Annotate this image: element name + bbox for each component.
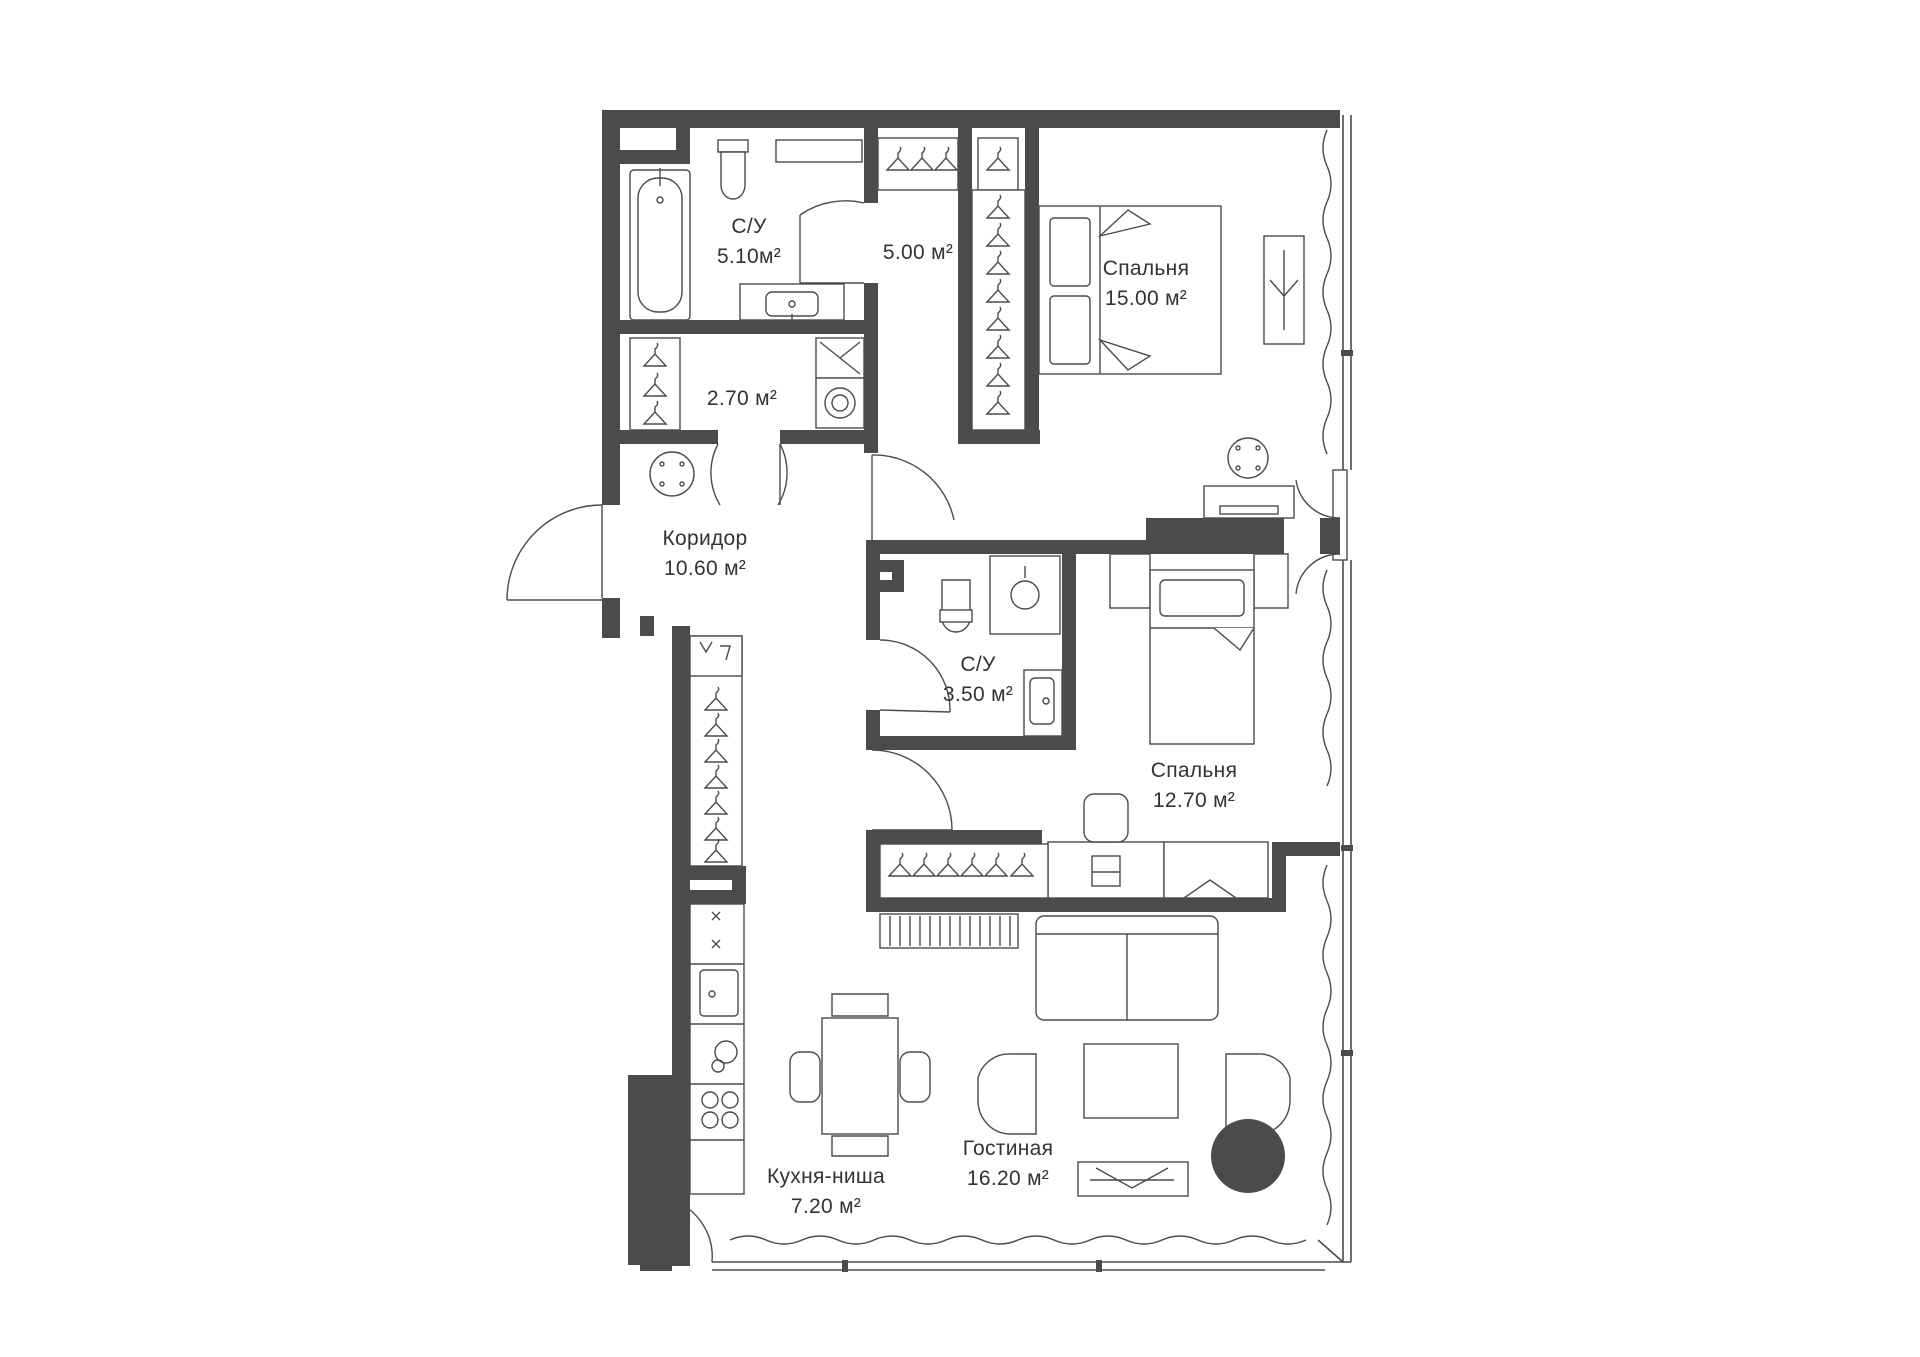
window-glazing (712, 115, 1353, 1272)
doors (506, 200, 1348, 1263)
room-label-living: Гостиная 16.20 м² (963, 1134, 1054, 1194)
room-name: С/У (960, 653, 996, 676)
kitchen-furniture (689, 903, 931, 1195)
bathroom-2-fixtures (939, 555, 1063, 737)
room-area: 16.20 м² (966, 1167, 1050, 1190)
room-label-kitchen: Кухня-ниша 7.20 м² (767, 1162, 885, 1222)
storage-1-hangers (877, 137, 1026, 431)
bedroom-2-furniture (879, 553, 1289, 899)
room-name: Кухня-ниша (766, 1165, 886, 1188)
room-label-storage-2: 2.70 м² (707, 384, 777, 414)
room-area: 5.10м² (716, 245, 782, 268)
room-area: 7.20 м² (790, 1195, 862, 1218)
room-label-bath-2: С/У 3.50 м² (943, 650, 1013, 710)
bedroom-1-furniture (1038, 205, 1305, 519)
room-name: Гостиная (962, 1137, 1054, 1160)
room-label-bedroom-1: Спальня 15.00 м² (1103, 254, 1189, 314)
room-area: 10.60 м² (663, 557, 747, 580)
room-name: С/У (731, 215, 767, 238)
room-label-bath-1: С/У 5.10м² (717, 212, 781, 272)
room-name: Коридор (662, 527, 748, 550)
storage-2-fixtures (629, 337, 865, 431)
curtains (729, 129, 1332, 1245)
bathroom-1-fixtures (629, 139, 863, 322)
corridor-fixtures (649, 451, 743, 867)
room-name: Спальня (1102, 257, 1190, 280)
room-area: 2.70 м² (706, 387, 778, 410)
room-area: 15.00 м² (1104, 287, 1188, 310)
room-label-corridor: Коридор 10.60 м² (662, 524, 747, 584)
room-label-storage-1: 5.00 м² (883, 238, 953, 268)
room-area: 3.50 м² (942, 683, 1014, 706)
room-label-bedroom-2: Спальня 12.70 м² (1151, 756, 1237, 816)
room-area: 12.70 м² (1152, 789, 1236, 812)
room-name: Спальня (1150, 759, 1238, 782)
room-area: 5.00 м² (882, 241, 954, 264)
living-room-furniture (879, 913, 1291, 1197)
plant-icon (1211, 1119, 1285, 1193)
walls (602, 110, 1340, 1271)
